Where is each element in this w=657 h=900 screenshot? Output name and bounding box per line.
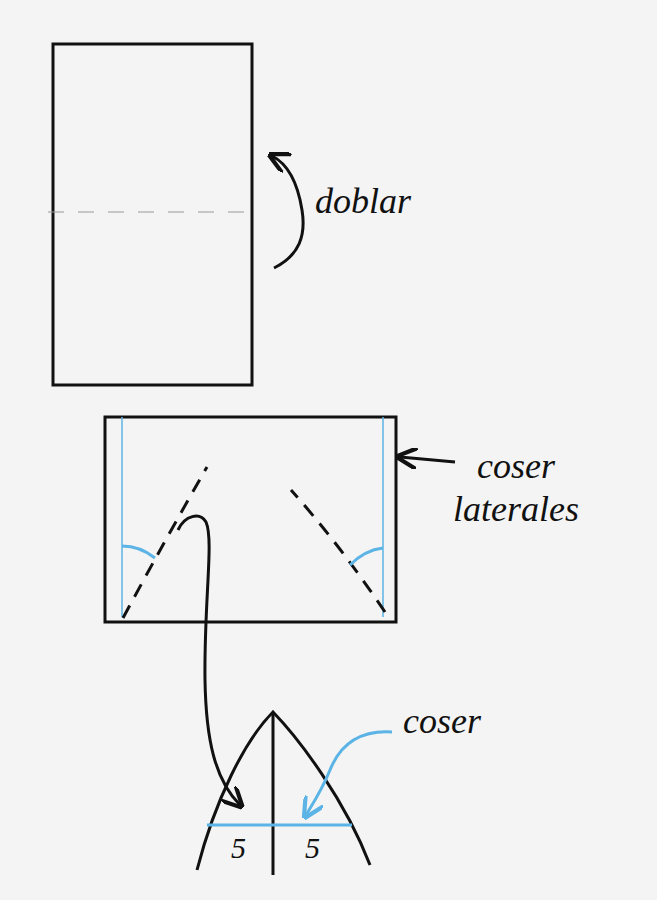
seam-line bbox=[207, 824, 352, 827]
fold-line bbox=[272, 712, 275, 875]
pointer-arrow bbox=[400, 457, 455, 462]
fabric-rectangle bbox=[53, 44, 252, 385]
measurement: 5 bbox=[302, 830, 323, 866]
fold-label: doblar bbox=[312, 180, 414, 223]
side-seam bbox=[382, 417, 384, 617]
fold-line bbox=[48, 212, 252, 213]
folded-fabric bbox=[105, 417, 396, 622]
measurement: 5 bbox=[228, 830, 249, 866]
corner-detail bbox=[197, 712, 370, 870]
corner-seam bbox=[350, 548, 383, 565]
leader-arrow bbox=[306, 732, 392, 815]
corner-seam bbox=[122, 546, 155, 558]
side-seam bbox=[121, 417, 123, 617]
seam-label: coser laterales bbox=[418, 445, 614, 531]
fold-arrow bbox=[272, 156, 303, 268]
seam-label: coser bbox=[400, 700, 484, 743]
cut-line bbox=[123, 467, 207, 618]
cut-line bbox=[291, 490, 385, 612]
detail-arrow bbox=[178, 516, 240, 805]
